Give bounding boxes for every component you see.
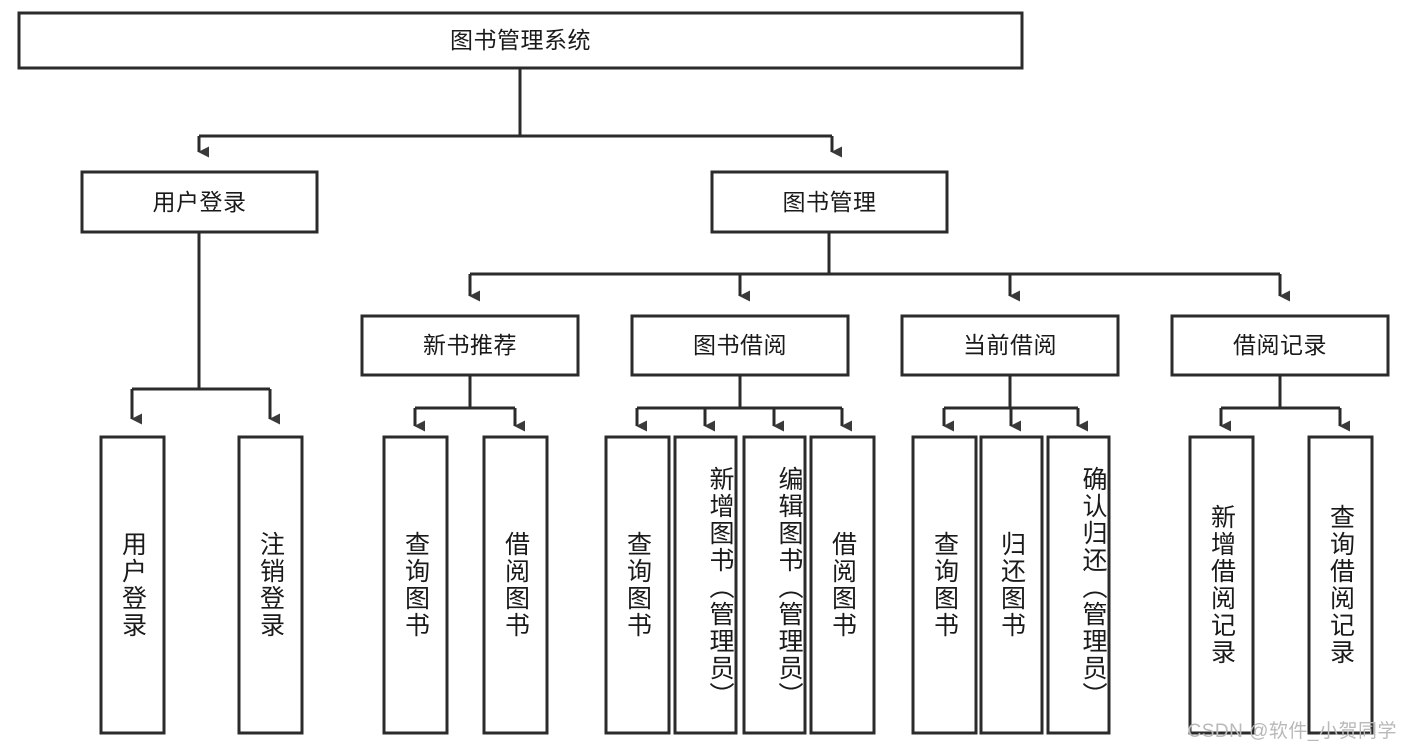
node-box-leaf-book-borrow-2[interactable] [742, 435, 807, 735]
node-box-book-borrow[interactable] [630, 314, 850, 377]
node-box-new-book-recommend[interactable] [360, 314, 580, 377]
node-box-borrow-record[interactable] [1170, 314, 1390, 377]
node-box-leaf-borrow-record-1[interactable] [1307, 435, 1374, 735]
node-box-leaf-borrow-record-0[interactable] [1188, 435, 1255, 735]
connector-root-to-level2 [197, 68, 843, 158]
node-box-leaf-book-borrow-0[interactable] [604, 435, 671, 735]
node-box-leaf-new-book-0[interactable] [382, 435, 449, 735]
node-box-leaf-book-borrow-1[interactable] [673, 435, 738, 735]
node-box-leaf-book-borrow-3[interactable] [809, 435, 876, 735]
csdn-watermark: CSDN @软件_小贺同学 [1187, 721, 1397, 742]
node-box-leaf-new-book-1[interactable] [482, 435, 549, 735]
connector-bookmgmt-to-level3 [468, 232, 1291, 302]
connector-newbook-to-leaves [413, 375, 526, 432]
node-box-leaf-current-borrow-1[interactable] [979, 435, 1044, 735]
connector-userlogin-to-leaves [130, 232, 281, 425]
node-box-user-login[interactable] [80, 170, 319, 234]
node-box-leaf-user-login-0[interactable] [99, 435, 166, 735]
node-box-root[interactable] [17, 11, 1024, 70]
node-box-current-borrow[interactable] [900, 314, 1120, 377]
connector-borrowrecord-to-leaves [1219, 375, 1351, 432]
node-box-leaf-user-login-1[interactable] [237, 435, 304, 735]
node-box-leaf-current-borrow-2[interactable] [1046, 435, 1111, 735]
node-box-book-management[interactable] [710, 170, 949, 234]
node-box-leaf-current-borrow-0[interactable] [911, 435, 978, 735]
connector-bookborrow-to-leaves [635, 375, 853, 432]
connector-currentborrow-to-leaves [942, 375, 1089, 432]
